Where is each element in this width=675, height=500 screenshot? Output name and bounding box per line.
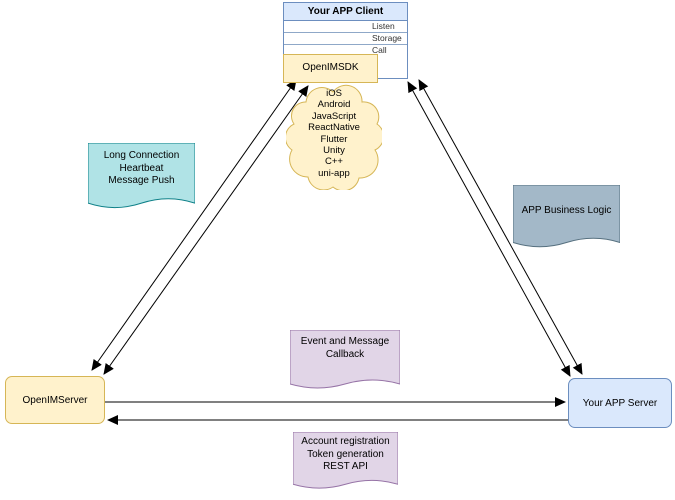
document-shape (290, 330, 400, 392)
note-text: APP Business Logic (513, 185, 620, 218)
note-line: Token generation (307, 448, 384, 460)
note-line: Message Push (108, 175, 175, 186)
client-hook-call: Call (372, 45, 387, 55)
note-long-connection: Long Connection Heartbeat Message Push (88, 143, 195, 212)
platform-unity: Unity (323, 145, 345, 157)
note-line: Account registration (301, 436, 390, 447)
note-text: Account registration Token generation RE… (293, 432, 398, 474)
node-openimsdk: OpenIMSDK (283, 54, 378, 83)
platforms-cloud: iOS Android JavaScript ReactNative Flutt… (286, 84, 382, 190)
client-hook-storage: Storage (284, 33, 407, 45)
platform-javascript: JavaScript (311, 110, 357, 122)
platform-uniapp: uni-app (318, 167, 350, 179)
platform-ios: iOS (326, 88, 342, 99)
arrow-openimserver-sdk-1 (91, 79, 297, 371)
cloud-shape (286, 84, 382, 190)
platform-cpp: C++ (325, 156, 343, 168)
platform-flutter: Flutter (320, 133, 348, 145)
node-openim-server: OpenIMServer (5, 376, 105, 424)
node-label: OpenIMServer (22, 394, 88, 406)
note-line: Heartbeat (119, 162, 164, 174)
note-app-business-logic: APP Business Logic (513, 185, 620, 251)
node-your-app-server: Your APP Server (568, 378, 672, 428)
client-hook-listen: Listen (284, 21, 407, 33)
note-rest-api: Account registration Token generation RE… (293, 432, 398, 492)
platform-android: Android (317, 99, 351, 111)
note-line: REST API (323, 461, 368, 472)
node-label: Your APP Server (582, 397, 658, 409)
note-line: Callback (325, 348, 365, 360)
note-text: Event and Message Callback (290, 330, 400, 361)
arrow-client-appserver-2 (418, 79, 583, 375)
note-line: Long Connection (103, 150, 180, 161)
document-shape (293, 432, 398, 492)
node-your-app-client: Your APP Client Listen Storage Call Open… (283, 2, 408, 83)
client-title: Your APP Client (284, 3, 407, 21)
document-shape (88, 143, 195, 212)
note-text: Long Connection Heartbeat Message Push (88, 143, 195, 188)
arrow-openimserver-sdk-2 (103, 85, 309, 375)
note-line: Event and Message (300, 336, 390, 347)
document-shape (513, 185, 620, 251)
note-line: APP Business Logic (521, 205, 612, 216)
note-event-callback: Event and Message Callback (290, 330, 400, 392)
platform-list: iOS Android JavaScript ReactNative Flutt… (286, 88, 382, 179)
platform-reactnative: ReactNative (308, 122, 360, 134)
